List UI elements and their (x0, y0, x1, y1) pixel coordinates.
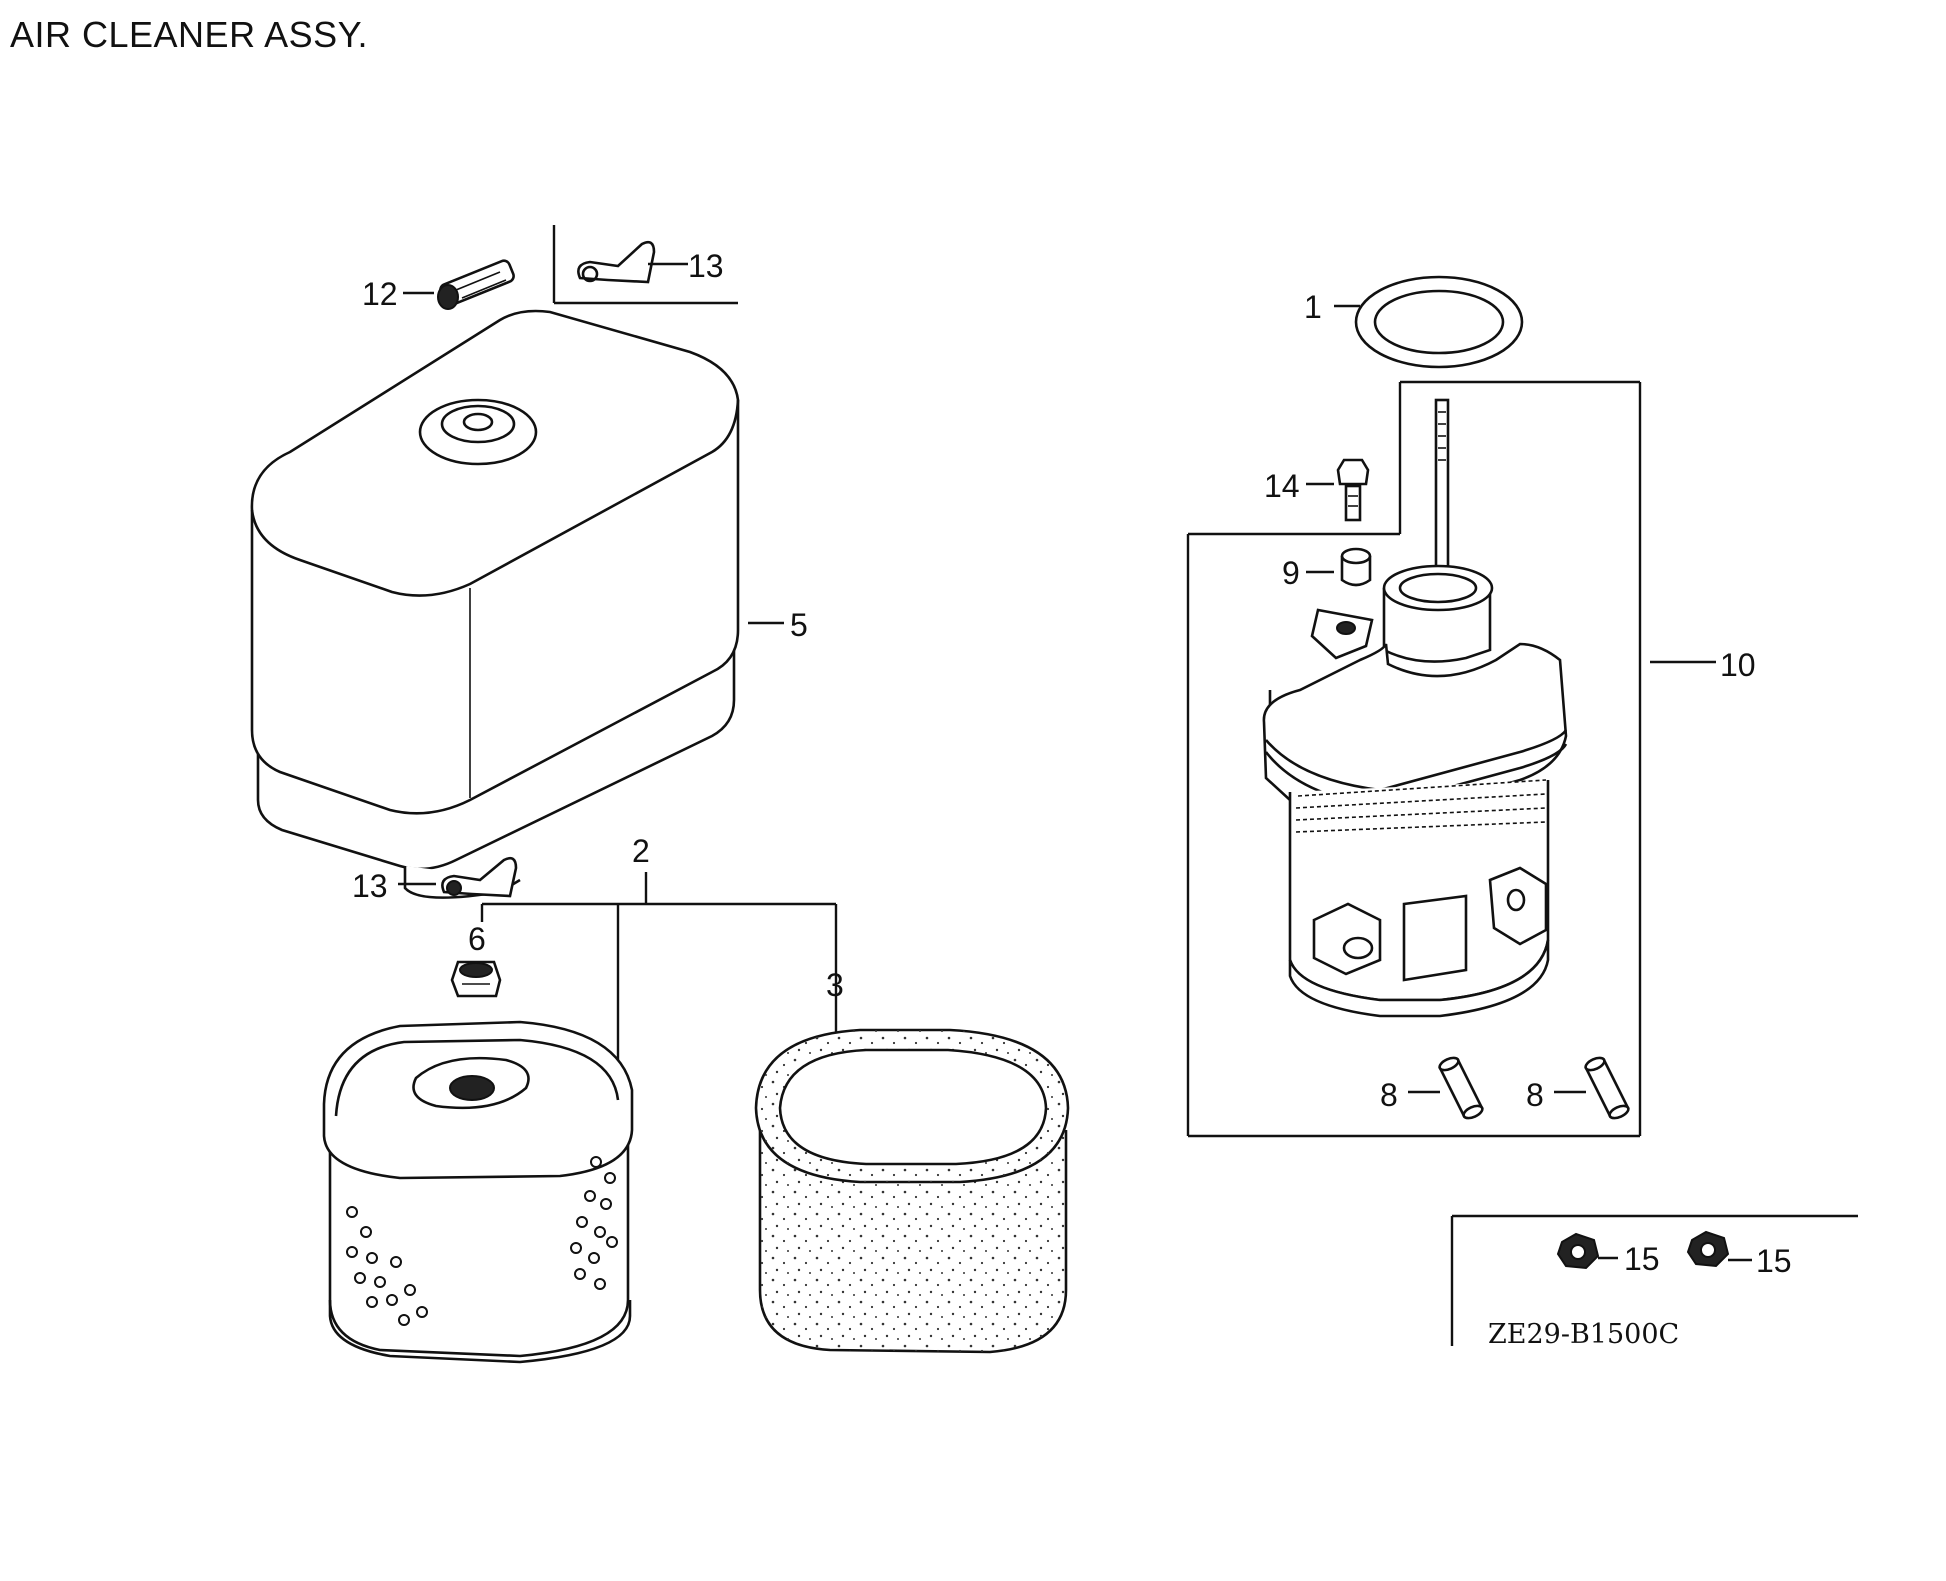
part-9-collar (1340, 547, 1372, 587)
callout-10: 10 (1720, 647, 1756, 683)
part-1-gasket (1354, 275, 1524, 369)
air-cleaner-case (1262, 564, 1568, 1018)
diagram-code: ZE29-B1500C (1488, 1319, 1679, 1350)
part-15-nut-left (1556, 1232, 1600, 1270)
page-title: AIR CLEANER ASSY. (10, 14, 368, 55)
callout-1: 1 (1304, 289, 1322, 325)
callout-5: 5 (790, 607, 808, 643)
callout-13-top: 13 (688, 248, 724, 284)
callout-8-right: 8 (1526, 1077, 1544, 1113)
callout-6: 6 (468, 921, 486, 957)
callout-9: 9 (1282, 555, 1300, 591)
callout-15-right: 15 (1756, 1243, 1792, 1279)
callout-14: 14 (1264, 468, 1300, 504)
part-8-pin-right (1584, 1056, 1630, 1120)
callout-12: 12 (362, 276, 398, 312)
part-3-foam-element (754, 1028, 1070, 1354)
callout-3: 3 (826, 967, 844, 1003)
part-14-bolt (1336, 458, 1370, 522)
part-15-nut-right (1686, 1230, 1730, 1268)
bracket-10 (1186, 380, 1642, 1138)
bracket-15 (1450, 1214, 1858, 1346)
callout-8-left: 8 (1380, 1077, 1398, 1113)
top-bracket (552, 225, 738, 305)
part-13-clip-lower (441, 856, 518, 898)
callout-15-left: 15 (1624, 1241, 1660, 1277)
part-5-cover (250, 309, 740, 899)
part-6-nut (450, 960, 502, 998)
part-12-bolt (437, 259, 515, 310)
part-13-clip-top (577, 240, 656, 284)
callout-2: 2 (632, 833, 650, 869)
part-8-pin-left (1438, 1056, 1484, 1120)
part-2-paper-element (322, 1020, 634, 1364)
callout-13-lower: 13 (352, 868, 388, 904)
